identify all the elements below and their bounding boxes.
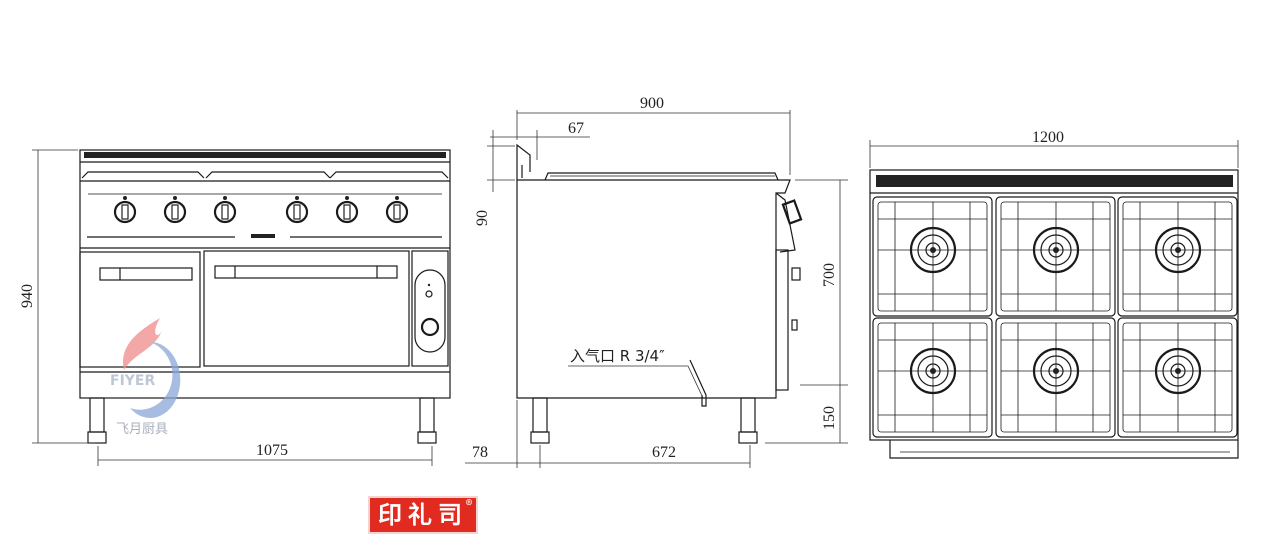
burner-knob xyxy=(113,196,137,224)
dim-label-legs: 150 xyxy=(821,406,838,430)
burner-grate xyxy=(995,317,1116,438)
dim-label-leg-span: 672 xyxy=(652,444,676,461)
burner-knob xyxy=(213,196,237,224)
side-view: 900 67 90 700 150 78 672 入气口 R 3/4″ xyxy=(465,95,848,468)
dim-label-depth: 900 xyxy=(640,95,664,112)
dim-940: 940 xyxy=(19,149,95,444)
dim-label-top: 90 xyxy=(474,210,491,226)
burner xyxy=(1032,226,1080,274)
brand-plate xyxy=(251,234,275,238)
leg xyxy=(530,397,550,444)
dim-1075: 1075 xyxy=(97,442,433,466)
burner-knob xyxy=(285,196,309,224)
burner xyxy=(909,347,957,395)
fiyer-watermark-logo: FIYER 飞月厨具 xyxy=(110,318,181,437)
burner xyxy=(1154,226,1202,274)
front-grate xyxy=(205,171,331,179)
front-grate xyxy=(81,171,205,179)
side-knob xyxy=(781,199,803,225)
leg xyxy=(738,397,758,444)
stamp-seal: 印礼司® xyxy=(368,496,478,534)
burner-grate xyxy=(872,317,993,438)
burner-grate xyxy=(872,196,993,317)
burner-knob xyxy=(335,196,359,224)
dim-label-top-width: 1200 xyxy=(1032,129,1064,146)
control-panel xyxy=(411,250,449,367)
dim-label-backsplash: 67 xyxy=(568,120,584,137)
front-grate xyxy=(329,171,449,179)
burner xyxy=(1154,347,1202,395)
dim-label-width: 1075 xyxy=(256,442,288,459)
stamp-registered-mark: ® xyxy=(465,497,473,507)
top-vent-grille xyxy=(876,175,1233,187)
burner xyxy=(1032,347,1080,395)
burner xyxy=(909,226,957,274)
burner-knob xyxy=(385,196,409,224)
dim-label-body: 700 xyxy=(821,263,838,287)
dim-label-height: 940 xyxy=(19,284,36,308)
leg xyxy=(87,397,107,444)
watermark-brand-en: FIYER xyxy=(110,373,155,389)
watermark-brand-cn: 飞月厨具 xyxy=(116,422,168,437)
thermostat-panel xyxy=(414,269,446,353)
gas-inlet-label: 入气口 R 3/4″ xyxy=(570,347,665,365)
oven-door xyxy=(203,250,410,367)
left-door xyxy=(79,251,201,368)
front-view: 940 1075 xyxy=(19,149,451,466)
top-view: 1200 xyxy=(869,129,1239,459)
burner-knob xyxy=(163,196,187,224)
oven-knob xyxy=(420,317,440,337)
vent-grille xyxy=(84,152,446,158)
leg xyxy=(417,397,437,444)
dim-label-leg-offset: 78 xyxy=(472,444,488,461)
stamp-text: 印礼司 xyxy=(378,500,468,529)
